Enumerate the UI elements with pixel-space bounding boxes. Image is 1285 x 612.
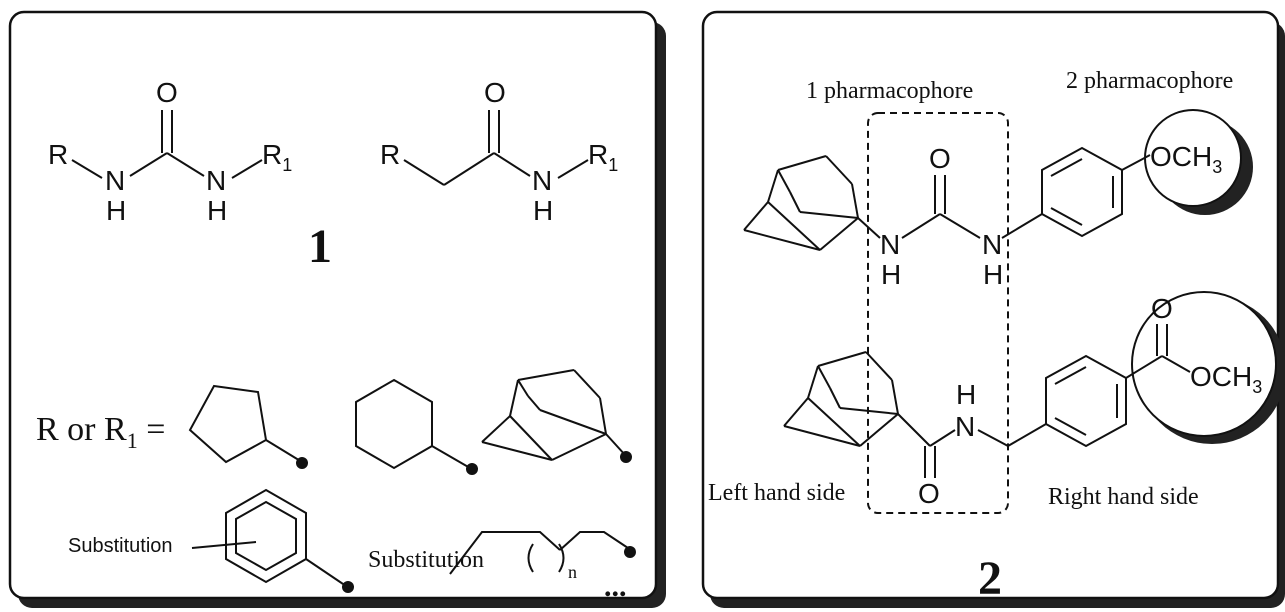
cyclopentyl-substituent — [188, 384, 303, 464]
ester-carbonyl-oxygen: O — [1151, 293, 1173, 324]
amide-oxygen-right: O — [918, 478, 940, 509]
r-group-label: R or R1 = — [36, 411, 165, 453]
urea-oxygen-label: O — [156, 77, 178, 108]
chain-repeat-subscript: n — [568, 562, 577, 582]
panel-left-frame — [8, 10, 658, 600]
ellipsis: ... — [604, 570, 627, 603]
chain-attachment-point — [624, 546, 636, 558]
urea-r1-label: R1 — [262, 139, 292, 175]
cyclohexyl-attachment-point — [466, 463, 478, 475]
pharmacophore-1-box — [867, 112, 1009, 514]
r-group-suffix: = — [138, 411, 166, 448]
urea-r1-sub: 1 — [282, 155, 292, 175]
urea-nh-left-h-right: H — [881, 259, 901, 290]
left-hand-side-label: Left hand side — [708, 480, 845, 506]
urea-nh-right-h: H — [207, 195, 227, 226]
adamantyl-attachment-point — [620, 451, 632, 463]
methoxy-label: OCH3 — [1150, 141, 1222, 177]
urea-nh-right-n-right: N — [982, 229, 1002, 260]
amide-nh-n: N — [532, 165, 552, 196]
amide-oxygen-label: O — [484, 77, 506, 108]
amide-r1-label: R1 — [588, 139, 618, 175]
urea-nh-right-h-right: H — [983, 259, 1003, 290]
amide-structure — [403, 110, 589, 186]
amide-nh-h: H — [533, 195, 553, 226]
methoxy-label-base: OCH — [1150, 141, 1212, 172]
right-hand-side-label: Right hand side — [1048, 484, 1199, 510]
urea-oxygen-right: O — [929, 143, 951, 174]
phenyl-substituent — [191, 488, 347, 587]
panel-right: 1 pharmacophore 2 pharmacophore — [701, 10, 1285, 608]
adamantyl-substituent — [481, 369, 627, 461]
panel-left: R N H O N H R1 R O N H R1 1 R or R1 = — [8, 10, 666, 608]
phenyl-attachment-point — [342, 581, 354, 593]
alkyl-chain-substituent — [449, 531, 629, 575]
r-group-prefix: R or R — [36, 411, 127, 448]
urea-nh-left-h: H — [106, 195, 126, 226]
r-group-sub: 1 — [127, 428, 138, 453]
amide-r1-base: R — [588, 139, 608, 170]
urea-nh-left-n-right: N — [880, 229, 900, 260]
substitution-chain-label: Substitution — [368, 547, 484, 573]
panel-right-frame — [701, 10, 1280, 600]
urea-structure — [71, 110, 263, 179]
urea-nh-left-n: N — [105, 165, 125, 196]
amide-nh-h-right: H — [956, 379, 976, 410]
cyclopentyl-attachment-point — [296, 457, 308, 469]
compound-1-number: 1 — [308, 220, 332, 273]
ester-label: OCH3 — [1190, 361, 1262, 397]
substitution-ring-label: Substitution — [68, 535, 173, 557]
methoxy-label-sub: 3 — [1212, 157, 1222, 177]
amide-r1-sub: 1 — [608, 155, 618, 175]
urea-nh-right-n: N — [206, 165, 226, 196]
adamantyl-amide-molecule — [783, 324, 1191, 478]
adamantyl-urea-molecule — [743, 146, 1151, 251]
pharmacophore-1-label: 1 pharmacophore — [806, 78, 973, 104]
ester-label-base: OCH — [1190, 361, 1252, 392]
cyclohexyl-substituent — [355, 378, 471, 470]
amide-r-label: R — [380, 139, 400, 170]
pharmacophore-2-label: 2 pharmacophore — [1066, 68, 1233, 94]
urea-r1-base: R — [262, 139, 282, 170]
ester-label-sub: 3 — [1252, 377, 1262, 397]
urea-r-label: R — [48, 139, 68, 170]
amide-nh-n-right: N — [955, 411, 975, 442]
compound-2-number: 2 — [978, 552, 1002, 605]
